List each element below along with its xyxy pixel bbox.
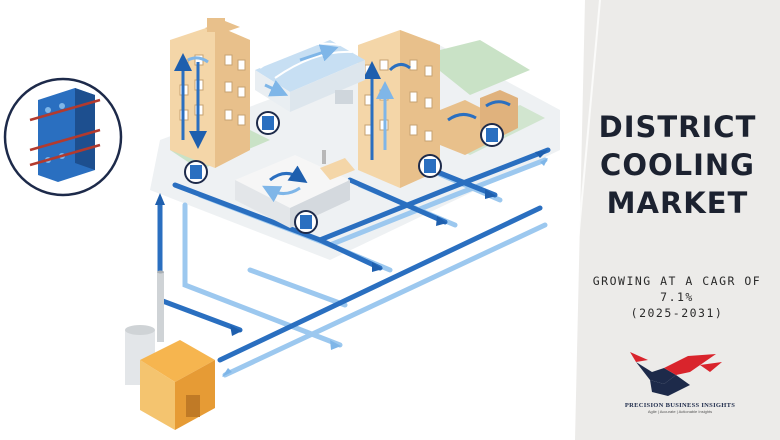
brand-logo-icon xyxy=(630,352,722,396)
small-buildings-right xyxy=(440,90,518,155)
flow-arrows xyxy=(155,150,548,377)
glass-roof-building xyxy=(255,40,365,112)
apartment-building-right xyxy=(358,30,440,188)
right-panel-background xyxy=(575,0,780,440)
apartment-building-left xyxy=(170,18,250,168)
central-cooling-plant xyxy=(125,270,215,430)
heat-exchanger-badges xyxy=(184,111,504,234)
heat-exchanger-inset xyxy=(3,77,123,197)
